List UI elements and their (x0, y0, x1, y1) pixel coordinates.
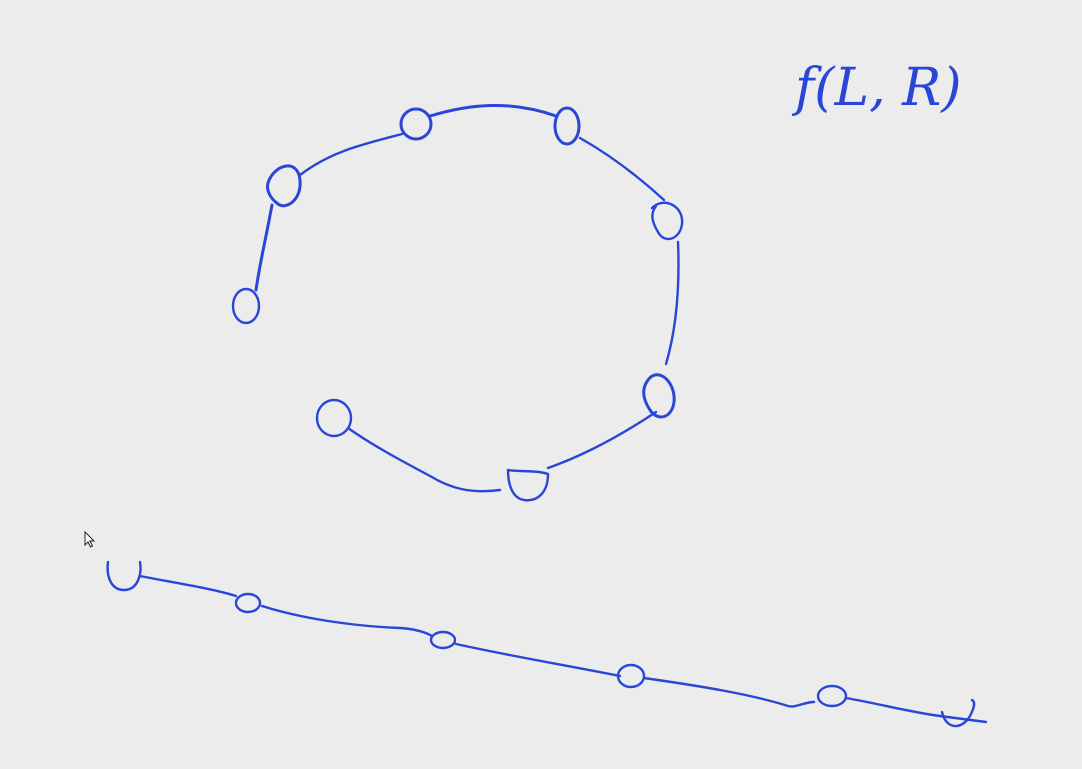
line-diagram (106, 560, 988, 728)
ring-node (642, 373, 676, 419)
ring-edge (428, 104, 558, 118)
line-node (940, 698, 976, 728)
ring-edge (578, 136, 666, 202)
line-edge (844, 696, 988, 724)
ring-node (266, 164, 302, 208)
ring-node (315, 398, 353, 438)
line-node (616, 663, 646, 689)
ring-node (399, 107, 433, 141)
ring-edge (298, 132, 404, 177)
line-node (429, 630, 457, 650)
ring-node (506, 468, 550, 502)
line-edge (138, 574, 238, 598)
line-edge (454, 642, 622, 678)
ring-edge (254, 203, 274, 292)
ring-diagram (231, 104, 684, 502)
ring-edge (546, 410, 658, 470)
line-node (234, 592, 262, 614)
ring-edge (664, 240, 680, 366)
formula-label: f(L, R) (791, 58, 962, 118)
line-edge (260, 604, 434, 638)
ring-node (231, 287, 261, 325)
line-node (106, 560, 142, 592)
ring-node (553, 106, 581, 146)
ring-edge (346, 426, 502, 493)
line-edge (642, 676, 816, 708)
line-node (816, 684, 848, 708)
mouse-pointer-icon (84, 530, 96, 548)
ring-node (650, 201, 684, 241)
